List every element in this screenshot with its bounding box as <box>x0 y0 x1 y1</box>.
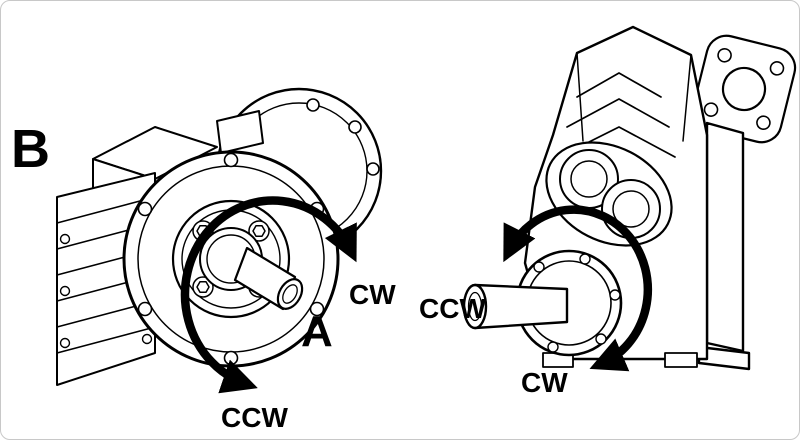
drawing-lines <box>56 25 797 394</box>
shaft-cylinder <box>473 283 569 330</box>
rotation-arrow-left-icon <box>180 196 357 394</box>
shaft-end-chamfer <box>467 291 483 322</box>
bolt-hole <box>769 61 785 76</box>
motor-housing <box>56 110 264 386</box>
gear-unit-f <box>462 25 797 371</box>
input-bore <box>721 66 767 112</box>
bolt-hole <box>717 47 732 63</box>
rotation-arrow-right-icon <box>503 205 653 372</box>
labels-layer: B A CW CCW CCW CW <box>11 119 568 433</box>
cooling-fins <box>56 196 156 354</box>
gable-edges <box>576 52 692 142</box>
bolt-hole <box>366 162 380 176</box>
bolt-hole <box>348 120 362 134</box>
housing-side-slab <box>705 121 745 353</box>
label-left-cw: CW <box>349 279 396 310</box>
label-shaft-a: A <box>301 307 333 356</box>
bolt-hole <box>609 289 621 301</box>
label-right-cw: CW <box>521 367 568 398</box>
bolt-hole <box>533 261 545 273</box>
bolt-hole <box>579 253 591 265</box>
bolt-hole <box>137 201 153 217</box>
label-right-ccw: CCW <box>419 293 486 324</box>
fin-bolt <box>141 333 153 345</box>
bolt-hole <box>595 333 607 345</box>
bolt-hole <box>137 301 153 317</box>
fin-bolt <box>59 285 71 297</box>
bolt-hole <box>547 341 559 353</box>
bolt-hole <box>223 152 239 168</box>
hollow-shaft-bores <box>559 149 661 239</box>
housing-foot-mid <box>664 352 698 368</box>
bolt-hole <box>306 98 320 112</box>
fin-bolt <box>59 233 71 245</box>
housing-top-block <box>216 110 264 154</box>
label-unit-b: B <box>11 119 50 179</box>
label-left-ccw: CCW <box>221 402 288 433</box>
bolt-hole <box>223 350 239 366</box>
bolt-hole <box>756 115 771 131</box>
fin-bolt <box>59 337 71 349</box>
input-flange <box>691 34 797 144</box>
bolt-hole <box>703 102 719 117</box>
